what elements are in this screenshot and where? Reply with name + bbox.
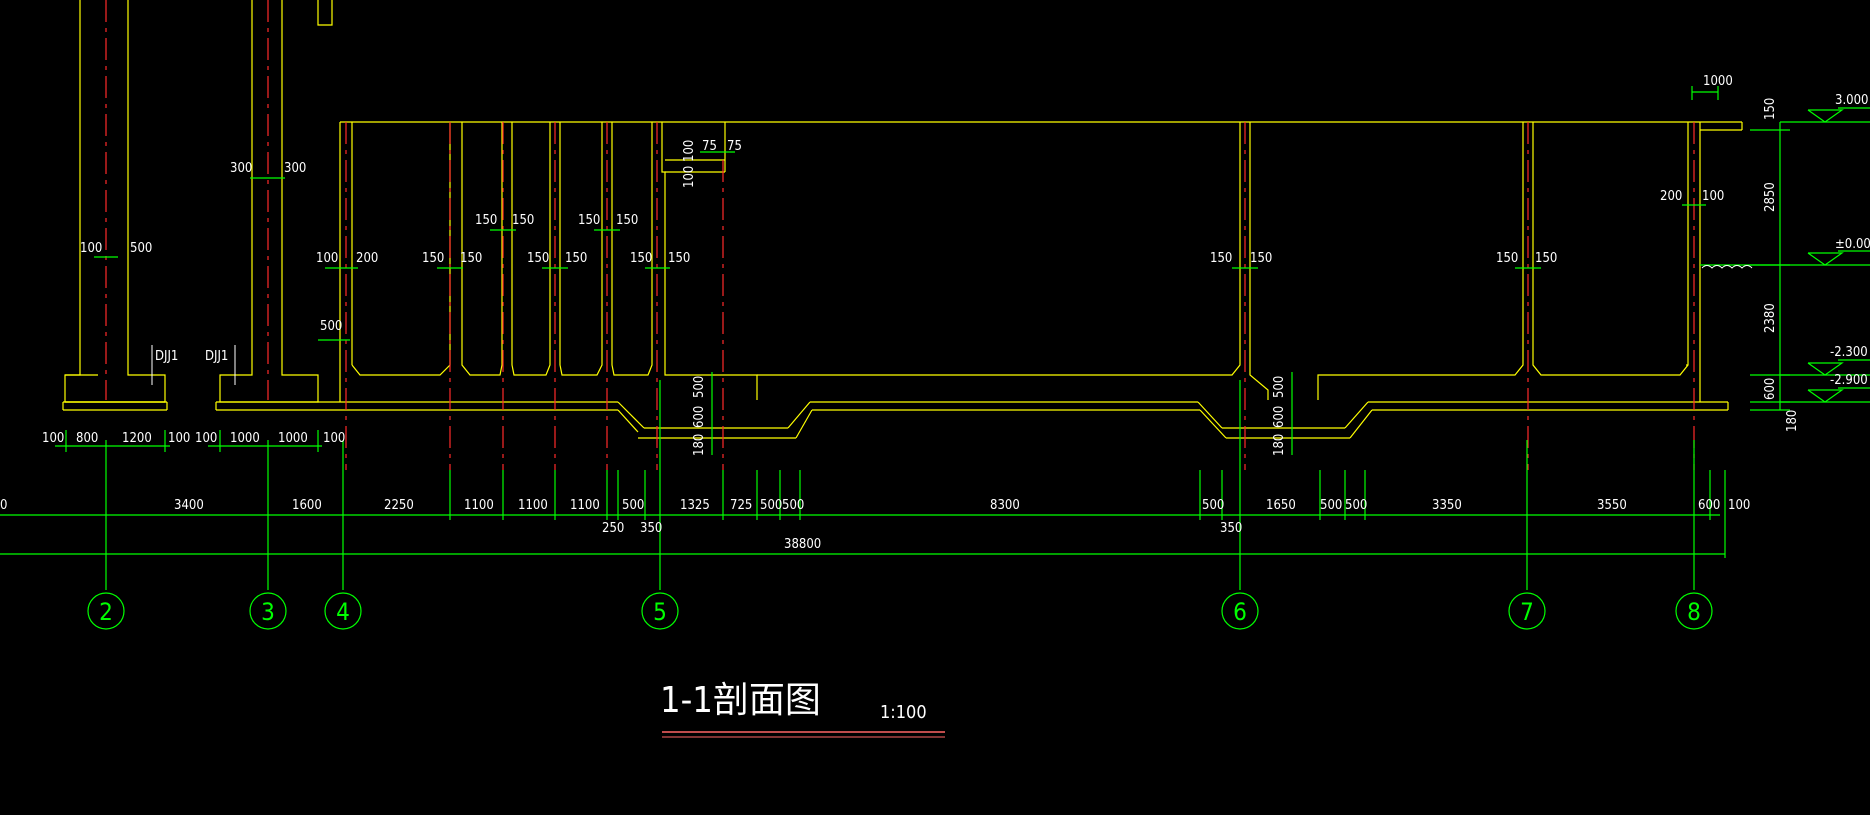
dim-text: 1000 (230, 431, 260, 446)
dim-text: 75 (702, 139, 717, 154)
elevation-label: -2.300 (1830, 345, 1868, 360)
dim-text: 150 (527, 251, 549, 266)
dimension-text: 2 3 4 5 6 7 8 100 500 300 300 100 200 15… (0, 74, 1870, 723)
dim-text: 150 (422, 251, 444, 266)
dim-text: 0 (0, 498, 7, 513)
dim-text: 150 (668, 251, 690, 266)
dim-text: 150 (1250, 251, 1272, 266)
section-scale: 1:100 (880, 702, 927, 723)
dim-text: 150 (616, 213, 638, 228)
dim-text: 500 (1202, 498, 1224, 513)
dim-text: 150 (475, 213, 497, 228)
dim-text: 150 (1496, 251, 1518, 266)
dim-text: 300 (284, 161, 306, 176)
dim-text: 180 (692, 434, 707, 456)
dim-text: 100 (682, 140, 697, 162)
elevation-label: 3.000 (1835, 93, 1868, 108)
dim-text: 150 (512, 213, 534, 228)
axis-label-4: 4 (336, 598, 350, 626)
dim-text: 500 (320, 319, 342, 334)
dim-text: 600 (1763, 378, 1778, 400)
axis-label-6: 6 (1233, 598, 1247, 626)
dim-text: 500 (1320, 498, 1342, 513)
dim-text: 150 (578, 213, 600, 228)
axis-centerlines (105, 0, 1695, 470)
footing-label: DJJ1 (155, 349, 178, 364)
dim-text: 2250 (384, 498, 414, 513)
dim-text: 150 (565, 251, 587, 266)
dim-text: 300 (230, 161, 252, 176)
dim-text: 500 (760, 498, 782, 513)
dim-text: 180 (1785, 410, 1800, 432)
dim-text: 100 (195, 431, 217, 446)
dim-text: 600 (1698, 498, 1720, 513)
dim-text: 500 (782, 498, 804, 513)
elevation-label: ±0.000 (1835, 237, 1870, 252)
dim-text: 180 (1272, 434, 1287, 456)
dim-text: 1000 (278, 431, 308, 446)
dim-text: 150 (1535, 251, 1557, 266)
axis-label-8: 8 (1687, 598, 1701, 626)
dim-text: 1100 (570, 498, 600, 513)
pool-structure (318, 121, 1743, 439)
dim-text: 100 (316, 251, 338, 266)
dimension-lines (0, 86, 1870, 590)
dim-text: 3350 (1432, 498, 1462, 513)
dim-text: 1200 (122, 431, 152, 446)
dim-text: 2380 (1763, 303, 1778, 333)
dim-text: 200 (356, 251, 378, 266)
dim-text: 150 (1763, 98, 1778, 120)
dim-text: 800 (76, 431, 98, 446)
dim-text: 1325 (680, 498, 710, 513)
dim-text: 725 (730, 498, 752, 513)
axis-label-7: 7 (1520, 598, 1534, 626)
dim-text: 600 (692, 406, 707, 428)
dim-text: 500 (622, 498, 644, 513)
dim-text: 75 (727, 139, 742, 154)
footing-label: DJJ1 (205, 349, 228, 364)
axis-labels: 2 3 4 5 6 7 8 (99, 598, 1701, 626)
ground-hatch (1701, 265, 1753, 269)
dim-text: 100 (323, 431, 345, 446)
dim-text: 100 (80, 241, 102, 256)
title-underline (662, 731, 945, 738)
dim-text: 150 (630, 251, 652, 266)
left-columns (62, 0, 333, 411)
dim-text: 1100 (464, 498, 494, 513)
dim-text: 100 (682, 166, 697, 188)
elevation-label: -2.900 (1830, 373, 1868, 388)
dim-text: 150 (460, 251, 482, 266)
dim-text: 8300 (990, 498, 1020, 513)
dim-text: 500 (1345, 498, 1367, 513)
dim-text: 250 (602, 521, 624, 536)
axis-bubbles (87, 592, 1713, 630)
axis-label-3: 3 (261, 598, 275, 626)
dim-text: 1100 (518, 498, 548, 513)
dim-text: 100 (1702, 189, 1724, 204)
section-title: 1-1剖面图 (660, 680, 821, 721)
dim-text: 500 (692, 376, 707, 398)
dim-text: 600 (1272, 406, 1287, 428)
dim-text: 1000 (1703, 74, 1733, 89)
dim-text: 500 (1272, 376, 1287, 398)
total-dim: 38800 (784, 537, 821, 552)
dim-text: 100 (42, 431, 64, 446)
dim-text: 200 (1660, 189, 1682, 204)
dim-text: 500 (130, 241, 152, 256)
axis-label-2: 2 (99, 598, 113, 626)
dim-text: 100 (168, 431, 190, 446)
dim-text: 1650 (1266, 498, 1296, 513)
dim-text: 350 (640, 521, 662, 536)
dim-text: 100 (1728, 498, 1750, 513)
dim-text: 2850 (1763, 182, 1778, 212)
dim-text: 150 (1210, 251, 1232, 266)
dim-text: 3550 (1597, 498, 1627, 513)
dim-text: 350 (1220, 521, 1242, 536)
axis-label-5: 5 (653, 598, 667, 626)
dim-text: 1600 (292, 498, 322, 513)
dim-text: 3400 (174, 498, 204, 513)
